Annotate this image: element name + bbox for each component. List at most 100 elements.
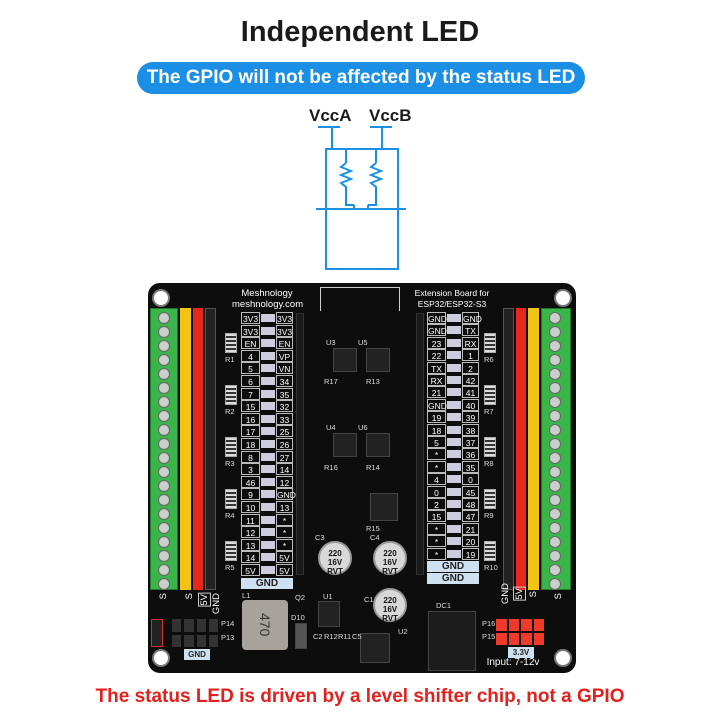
- jumper-switch[interactable]: [151, 619, 163, 647]
- p14-label: P14: [221, 619, 235, 628]
- pin-label-right: 14: [276, 463, 293, 476]
- left-pin-headers: [180, 308, 216, 590]
- terminal-screw: [158, 536, 170, 548]
- brand-name: Meshnology: [241, 288, 293, 299]
- level-shifter-circuit-diagram: [316, 126, 406, 270]
- pin-label-right: 26: [276, 438, 293, 450]
- pin-label-right: 27: [276, 450, 293, 463]
- page-title: Independent LED: [240, 16, 480, 48]
- pin-label-row: *36: [427, 448, 479, 461]
- pin-label-left: 14: [241, 551, 260, 564]
- pin-label-left: 17: [241, 425, 260, 438]
- terminal-screw: [158, 354, 170, 366]
- level-shifter-chip-u3: [333, 348, 357, 372]
- pin-label-right: 3V3: [276, 324, 293, 337]
- diode-d10: [295, 623, 307, 649]
- r15-label: R15: [366, 524, 380, 533]
- resistor-label: R6: [484, 355, 494, 364]
- status-led: [261, 503, 275, 511]
- terminal-screw: [549, 396, 561, 408]
- mounting-hole: [554, 649, 572, 667]
- terminal-screw: [549, 452, 561, 464]
- terminal-screw: [549, 326, 561, 338]
- pin-label-row: *21: [427, 522, 479, 535]
- status-led: [261, 515, 275, 524]
- u6-label: U6: [358, 423, 368, 432]
- level-shifter-chip-u4: [333, 433, 357, 457]
- resistor-array: [484, 489, 496, 509]
- terminal-screw: [158, 340, 170, 352]
- pin-label-row: 12*: [241, 526, 293, 539]
- pin-label-right: 40: [462, 398, 479, 411]
- pin-label-right: 33: [276, 412, 293, 425]
- esp32-socket-right: [416, 313, 424, 575]
- brand-website: meshnology.com: [232, 299, 304, 310]
- right-rail-5v-label: 5V: [513, 587, 526, 601]
- status-led: [447, 524, 461, 533]
- right-terminal-s-label: S: [553, 593, 564, 600]
- antenna-outline: [320, 287, 400, 311]
- resistor-array: [225, 437, 237, 457]
- pin-label-left: 22: [427, 349, 446, 362]
- pin-label-right: 48: [462, 498, 479, 510]
- pin-label-right: 34: [276, 375, 293, 387]
- resistor-array: [225, 541, 237, 561]
- pin-label-right: 0: [462, 473, 479, 486]
- terminal-screw: [549, 536, 561, 548]
- vcca-label: VccA: [309, 106, 352, 125]
- status-led: [261, 427, 275, 436]
- pin-label-right: *: [276, 538, 293, 551]
- board-name-line1: Extension Board for: [414, 288, 490, 298]
- status-led: [261, 566, 275, 574]
- resistor-array: [484, 541, 496, 561]
- pin-label-left: 7: [241, 387, 260, 400]
- pin-label-right: 35: [462, 460, 479, 473]
- pin-label-left: 4: [427, 473, 446, 486]
- status-led: [447, 487, 461, 496]
- pin-label-left: 18: [241, 438, 260, 450]
- regulator-chip-u2: [360, 633, 390, 663]
- status-led: [261, 326, 275, 335]
- pin-label-row: 14 5V: [241, 551, 293, 564]
- level-shifter-chip-u5: [366, 348, 390, 372]
- resistor-array: [225, 385, 237, 405]
- status-led: [261, 414, 275, 423]
- right-rail-s-label: S: [528, 591, 539, 598]
- terminal-screw: [158, 312, 170, 324]
- esp32-socket-left: [296, 313, 304, 575]
- status-led: [447, 537, 461, 546]
- r16-label: R16: [324, 463, 338, 472]
- pin-label-right: 25: [276, 425, 293, 438]
- resistor-array: [225, 333, 237, 353]
- status-led: [447, 425, 461, 434]
- pin-label-left: TX: [427, 361, 446, 374]
- resistor-array: [484, 333, 496, 353]
- resistor-array: [484, 385, 496, 405]
- pin-label-right: 5V: [276, 551, 293, 564]
- pin-label-left: 5: [241, 362, 260, 375]
- p16-label: P16: [482, 619, 496, 628]
- pin-label-left: 5V: [241, 564, 260, 576]
- pin-label-left: 8: [241, 450, 260, 463]
- status-led: [447, 438, 461, 446]
- pin-label-left: 12: [241, 526, 260, 539]
- pin-label-left: 3V3: [241, 312, 260, 324]
- status-led: [261, 389, 275, 398]
- c1-label: C1: [364, 595, 374, 604]
- pin-label-right: VN: [276, 362, 293, 375]
- esp32-extension-board: Meshnology meshnology.com Extension Boar…: [148, 283, 576, 673]
- dc-power-jack[interactable]: [428, 611, 476, 671]
- terminal-screw: [549, 564, 561, 576]
- pin-label-left: EN: [241, 337, 260, 350]
